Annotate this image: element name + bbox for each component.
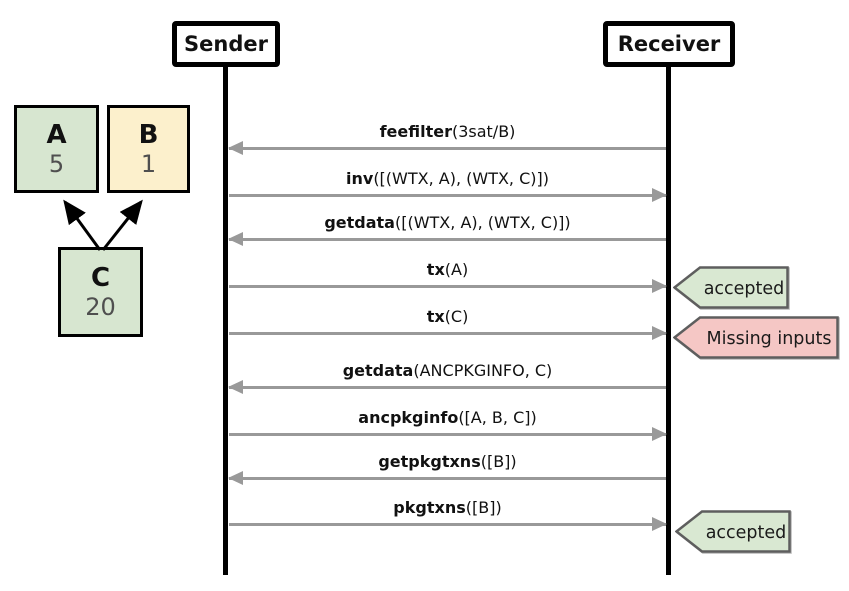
actor-receiver-label: Receiver [617,32,721,56]
message-args: ([A, B, C]) [458,408,537,427]
tx-node-a-fee: 5 [48,150,65,179]
tag-shape [673,266,789,309]
actor-box-receiver: Receiver [603,21,735,67]
tx-node-b-label: B [138,119,159,150]
arrow-to-sender [228,231,666,246]
arrow-to-receiver [229,187,667,202]
tag-label: Missing inputs [707,329,832,349]
arrow-to-sender [228,470,666,485]
tx-node-c-label: C [90,262,111,293]
message-args: (3sat/B) [451,122,516,141]
arrow-to-sender [228,140,666,155]
arrow-to-receiver [229,278,667,293]
tag-label: accepted [704,279,785,299]
tag-shape [675,510,791,553]
arrow-to-sender [228,379,666,394]
status-tag-accepted-tx-a: accepted [673,266,789,309]
message-args: ([B]) [480,452,517,471]
message-label: getdata([(WTX, A), (WTX, C)]) [229,213,666,232]
message-label: pkgtxns([B]) [229,498,666,517]
message-name: pkgtxns [393,498,466,517]
message-name: getdata [342,361,414,380]
message-args: (ANCPKGINFO, C) [413,361,553,380]
tx-node-b-fee: 1 [140,150,157,179]
lifeline-sender [223,65,228,575]
message-label: tx(C) [229,307,666,326]
message-label: tx(A) [229,260,666,279]
message-args: (C) [444,307,469,326]
arrow-to-receiver [229,516,667,531]
arrow-to-receiver [229,325,667,340]
message-label: getdata(ANCPKGINFO, C) [229,361,666,380]
tx-node-c-fee: 20 [85,293,116,322]
message-args: ([(WTX, A), (WTX, C)]) [394,213,571,232]
arrow-to-receiver [229,426,667,441]
edge-c-to-b-arrow [101,199,143,251]
tag-label: accepted [706,523,787,543]
status-tag-accepted-pkgtxns: accepted [675,510,791,553]
message-name: feefilter [379,122,452,141]
tx-node-c: C 20 [58,247,143,337]
message-args: ([(WTX, A), (WTX, C)]) [373,169,549,188]
tx-node-b: B 1 [107,105,190,193]
message-name: inv [346,169,374,188]
tx-node-a-label: A [46,119,67,150]
lifeline-receiver [666,65,671,575]
message-name: ancpkginfo [358,408,459,427]
actor-box-sender: Sender [172,21,280,67]
tag-shape [673,316,839,359]
message-label: getpkgtxns([B]) [229,452,666,471]
message-name: getpkgtxns [378,452,481,471]
status-tag-missing-inputs: Missing inputs [673,316,839,359]
message-name: getdata [324,213,395,232]
message-name: tx [426,260,445,279]
message-label: ancpkginfo([A, B, C]) [229,408,666,427]
message-args: ([B]) [465,498,502,517]
message-args: (A) [444,260,469,279]
tx-node-a: A 5 [14,105,99,193]
actor-sender-label: Sender [184,32,268,56]
edge-c-to-a-arrow [63,199,102,251]
message-label: inv([(WTX, A), (WTX, C)]) [229,169,666,188]
message-name: tx [426,307,445,326]
message-label: feefilter(3sat/B) [229,122,666,141]
